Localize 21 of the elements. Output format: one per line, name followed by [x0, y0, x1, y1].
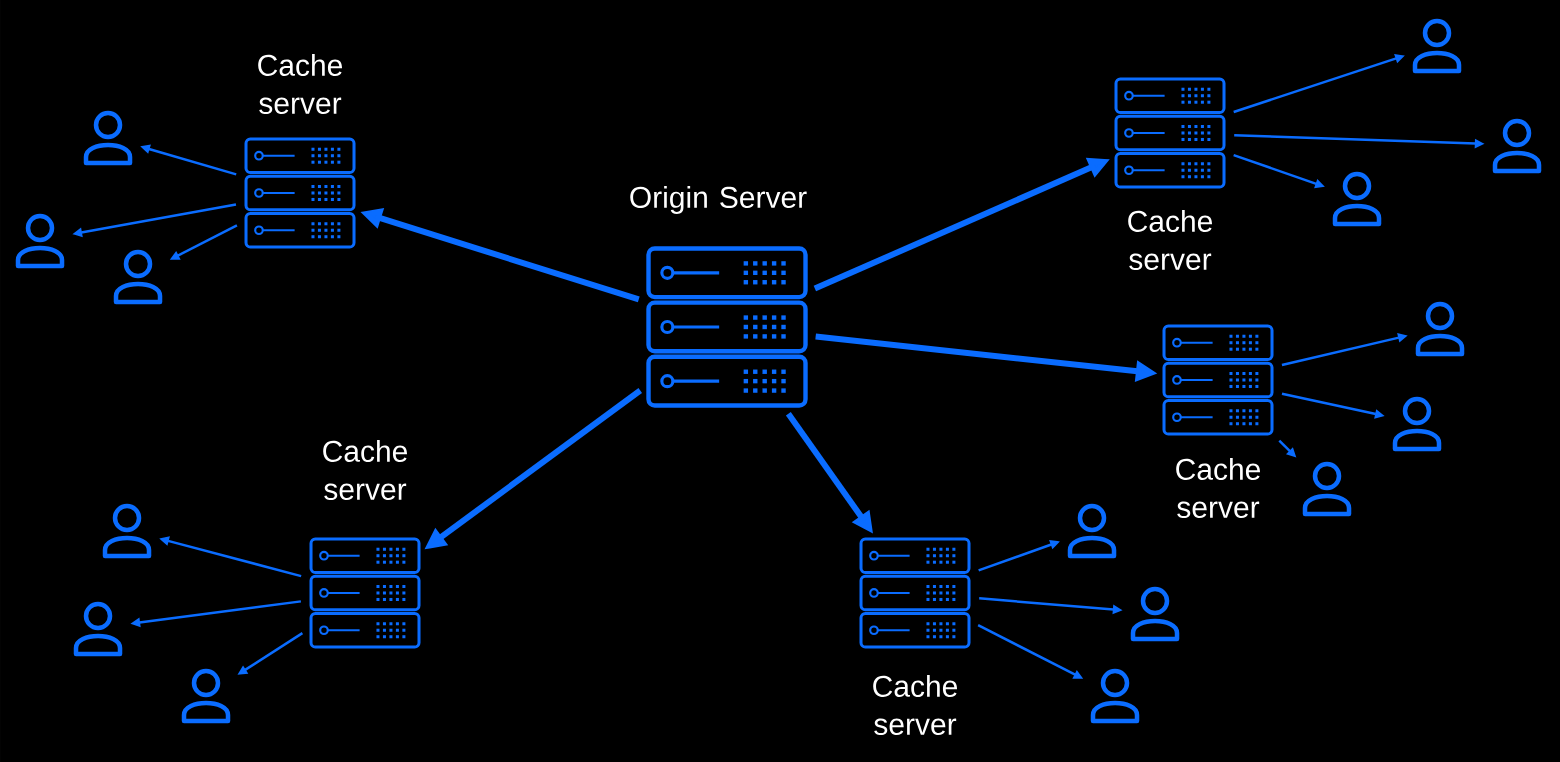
person-icon: [113, 249, 163, 305]
person-icon: [1392, 396, 1442, 452]
person-icon: [73, 601, 123, 657]
person-icon: [1492, 118, 1542, 174]
person-icon: [181, 668, 231, 724]
server-label: Cache server: [323, 439, 407, 500]
person-icon: [102, 503, 152, 559]
person-icon: [1415, 301, 1465, 357]
server-label: Cache server: [1128, 209, 1212, 270]
server-label: Cache server: [1176, 457, 1260, 518]
server-label: Cache server: [258, 53, 343, 114]
person-icon: [1130, 586, 1180, 642]
person-icon: [15, 213, 65, 269]
person-icon: [1090, 668, 1140, 724]
person-icon: [1412, 18, 1462, 74]
person-icon: [1332, 171, 1382, 227]
server-label: Cache server: [873, 674, 957, 735]
person-icon: [1067, 503, 1117, 559]
person-icon: [83, 110, 133, 166]
person-icon: [1302, 461, 1352, 517]
server-label: Origin Server: [630, 186, 807, 214]
